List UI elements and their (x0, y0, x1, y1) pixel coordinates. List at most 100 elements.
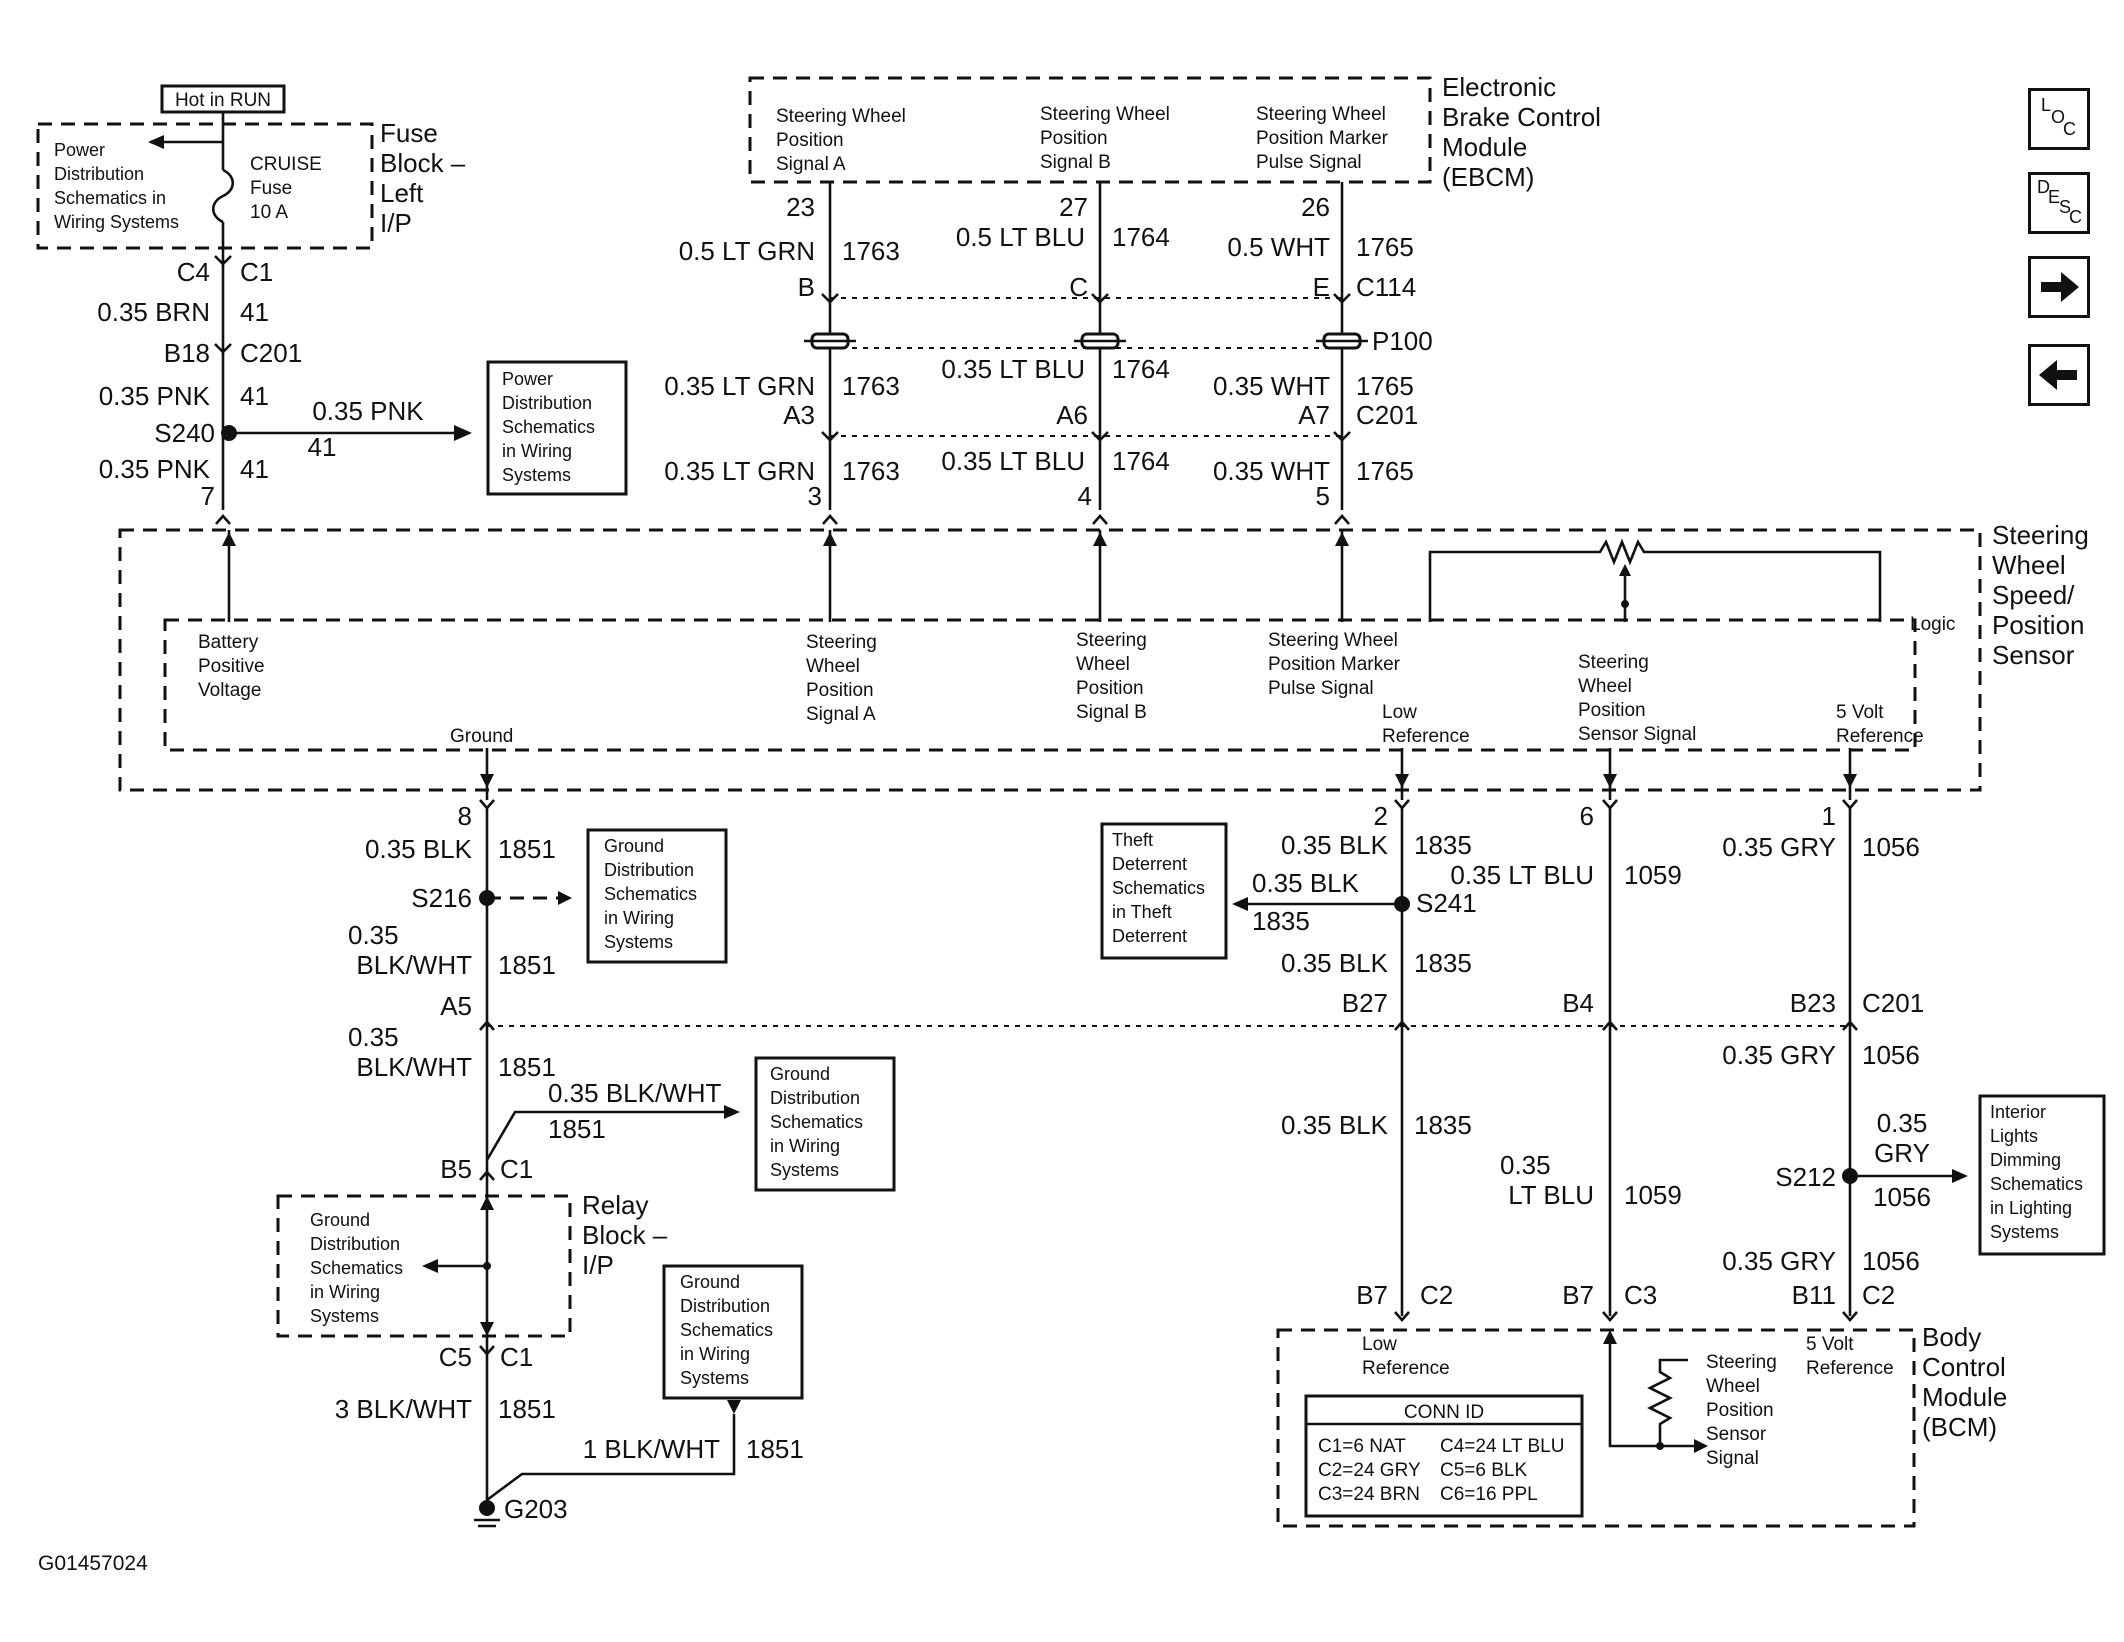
circuit-1764-a: 1764 (1112, 222, 1170, 252)
wire-b-3: 0.35 LT BLU (941, 446, 1085, 476)
label-c1-relay-top: C1 (500, 1154, 533, 1184)
theft-ref-3: Schematics (1112, 878, 1205, 898)
fuse-block-name-2: Block – (380, 148, 466, 178)
circuit-1764-c: 1764 (1112, 446, 1170, 476)
fivev-wire-3: 0.35 GRY (1722, 1246, 1836, 1276)
sig-circuit-2: 1059 (1624, 1180, 1682, 1210)
ebcm-name-2: Brake Control (1442, 102, 1601, 132)
arrow-right-icon (724, 1105, 740, 1119)
wire-b-2: 0.35 LT BLU (941, 354, 1085, 384)
label-c201-right: C201 (1862, 988, 1924, 1018)
pin-6-connector-icon (1602, 799, 1618, 810)
wire-a-1: 0.5 LT GRN (679, 236, 815, 266)
label-c2-fivev: C2 (1862, 1280, 1895, 1310)
splice-s241 (1394, 896, 1410, 912)
gnd-ref1-3: Schematics (604, 884, 697, 904)
circuit-1765-b: 1765 (1356, 371, 1414, 401)
pin-23: 23 (786, 192, 815, 222)
pin-4: 4 (1078, 481, 1092, 511)
circuit-1765-c: 1765 (1356, 456, 1414, 486)
label-c5: C5 (439, 1342, 472, 1372)
label-b5: B5 (440, 1154, 472, 1184)
label-c1-relay-bottom: C1 (500, 1342, 533, 1372)
relay-name-1: Relay (582, 1190, 648, 1220)
next-page-button[interactable] (2028, 256, 2090, 318)
conn-a5-icon (479, 1020, 495, 1031)
conn-c1: C1=6 NAT (1318, 1436, 1406, 1457)
fuse-name-line-3: 10 A (250, 202, 288, 223)
bcm-5v-2: Reference (1806, 1358, 1894, 1379)
ebcm-name-1: Electronic (1442, 72, 1556, 102)
sig-wire-1: 0.35 LT BLU (1450, 860, 1594, 890)
gnd-ref3-3: Schematics (680, 1320, 773, 1340)
conn-c3: C3=24 BRN (1318, 1484, 1420, 1505)
description-button[interactable]: D E S C (2028, 172, 2090, 234)
sensor-sig-b-1: Steering (1076, 630, 1147, 651)
label-a3: A3 (783, 400, 815, 430)
wire-c-2: 0.35 WHT (1213, 371, 1330, 401)
ebcm-sig-b-2: Position (1040, 128, 1108, 149)
pin-7-connector-icon (215, 514, 231, 525)
theft-ref-5: Deterrent (1112, 926, 1187, 946)
sensor-pos-3: Position (1578, 700, 1646, 721)
location-button[interactable]: L O C (2028, 88, 2090, 150)
theft-ref-2: Deterrent (1112, 854, 1187, 874)
fuse-ref-line-4: Wiring Systems (54, 212, 179, 232)
previous-page-button[interactable] (2028, 344, 2090, 406)
power-ref-5: Systems (502, 465, 571, 485)
arrow-left-icon (422, 1259, 438, 1273)
circuit-1763-b: 1763 (842, 371, 900, 401)
ebcm-marker-1: Steering Wheel (1256, 104, 1386, 125)
fuse-name-line-2: Fuse (250, 178, 292, 199)
ebcm-name-4: (EBCM) (1442, 162, 1534, 192)
lowref-wire-3: 0.35 BLK (1281, 1110, 1389, 1140)
sensor-name-3: Speed/ (1992, 580, 2075, 610)
label-c4: C4 (177, 257, 210, 287)
arrow-up-icon (480, 1196, 494, 1210)
ground-circuit: 8 0.35 BLK 1851 S216 Ground Distribution… (276, 799, 896, 1528)
bcm-module: Low Reference 5 Volt Reference Steering … (1276, 1322, 2007, 1528)
label-s240: S240 (154, 418, 215, 448)
lowref-circuit-2: 1835 (1414, 948, 1472, 978)
arrow-left-icon (558, 891, 572, 905)
sig-wire-2a: 0.35 (1500, 1150, 1551, 1180)
pin-2-connector-icon (1394, 799, 1410, 810)
power-ref-4: in Wiring (502, 441, 572, 461)
sensor-name-4: Position (1992, 610, 2085, 640)
desc-icon: D E S C (2037, 177, 2082, 227)
arrow-up-icon (1335, 532, 1349, 546)
bcm-name-1: Body (1922, 1322, 1981, 1352)
circuit-1763-c: 1763 (842, 456, 900, 486)
ground-label: Ground (450, 726, 513, 747)
light-ref-4: Schematics (1990, 1174, 2083, 1194)
wire-c-3: 0.35 WHT (1213, 456, 1330, 486)
label-c114: C114 (1356, 272, 1416, 302)
label-p100: P100 (1372, 326, 1433, 356)
desc-letter-2: E (2048, 187, 2060, 207)
ebcm-sig-a-1: Steering Wheel (776, 106, 906, 127)
potentiometer-icon (1428, 538, 1882, 622)
battery-label-2: Positive (198, 656, 265, 677)
desc-letter-4: C (2069, 207, 2082, 227)
bcm-name-4: (BCM) (1922, 1412, 1997, 1442)
conn-c5-icon (479, 1345, 495, 1356)
arrow-left-icon (1232, 897, 1248, 911)
gnd-wire-3a: 0.35 (348, 1022, 399, 1052)
gnd-ref2-4: in Wiring (770, 1136, 840, 1156)
circuit-41-a: 41 (240, 297, 269, 327)
label-s216: S216 (411, 883, 472, 913)
conn-c6: C6=16 PPL (1440, 1484, 1538, 1505)
gnd-ref2-5: Systems (770, 1160, 839, 1180)
sensor-pos-1: Steering (1578, 652, 1649, 673)
loc-letter-1: L (2041, 95, 2051, 115)
pin-8: 8 (458, 801, 472, 831)
gnd-wire-3b: BLK/WHT (356, 1052, 472, 1082)
relay-ref-5: Systems (310, 1306, 379, 1326)
conn-b4-icon (1602, 1020, 1618, 1031)
wire-b-1: 0.5 LT BLU (956, 222, 1085, 252)
bcm-low-ref-2: Reference (1362, 1358, 1450, 1379)
sensor-5v-2: Reference (1836, 726, 1924, 747)
arrow-left-icon (148, 135, 164, 149)
light-ref-1: Interior (1990, 1102, 2046, 1122)
conn-a3-icon (821, 431, 839, 442)
